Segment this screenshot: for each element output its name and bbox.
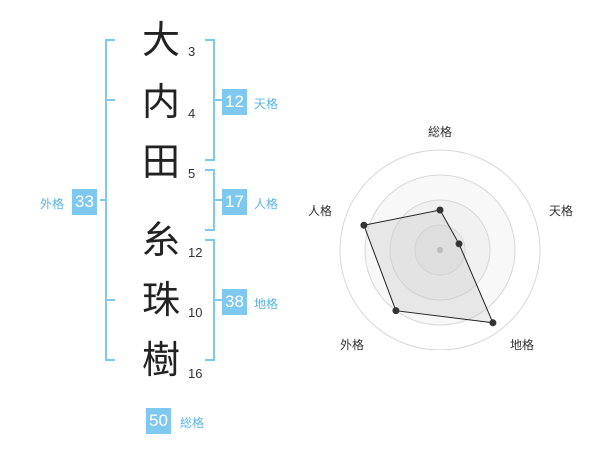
gaikaku-badge: 33	[72, 189, 97, 215]
radar-polygon	[363, 209, 494, 324]
stroke-count-6: 16	[188, 366, 203, 381]
radar-label-jinkaku: 人格	[308, 204, 333, 218]
radar-point-0	[436, 206, 444, 214]
soukaku-label: 総格	[180, 416, 205, 430]
radar-label-soukaku: 総格	[428, 125, 453, 139]
name-char-3: 田	[141, 140, 180, 184]
gaikaku-label: 外格	[40, 197, 65, 211]
stroke-count-1: 3	[188, 44, 196, 59]
chikaku-badge: 38	[222, 289, 247, 315]
radar-point-1	[455, 240, 463, 248]
name-char-1: 大	[141, 18, 180, 62]
radar-point-2	[489, 319, 497, 327]
stroke-count-3: 5	[188, 166, 196, 181]
jinkaku-label: 人格	[254, 197, 279, 211]
name-char-4: 糸	[141, 218, 180, 262]
stroke-count-2: 4	[188, 106, 196, 121]
radar-point-3	[392, 307, 400, 315]
radar-label-chikaku: 地格	[510, 338, 535, 352]
radar-label-tenkaku: 天格	[549, 204, 574, 218]
radar-point-4	[360, 221, 368, 229]
tenkaku-label: 天格	[254, 97, 279, 111]
name-char-2: 内	[141, 80, 180, 124]
soukaku-badge: 50	[146, 408, 171, 434]
radar-label-gaikaku: 外格	[340, 338, 365, 352]
tenkaku-badge: 12	[222, 89, 247, 115]
radar-chart	[339, 149, 541, 350]
chikaku-label: 地格	[254, 297, 279, 311]
jinkaku-badge: 17	[222, 189, 247, 215]
stroke-count-5: 10	[188, 305, 203, 320]
stroke-count-4: 12	[188, 245, 203, 260]
name-char-5: 珠	[141, 278, 180, 322]
radar-center-dot	[437, 247, 443, 253]
name-char-6: 樹	[141, 338, 180, 382]
